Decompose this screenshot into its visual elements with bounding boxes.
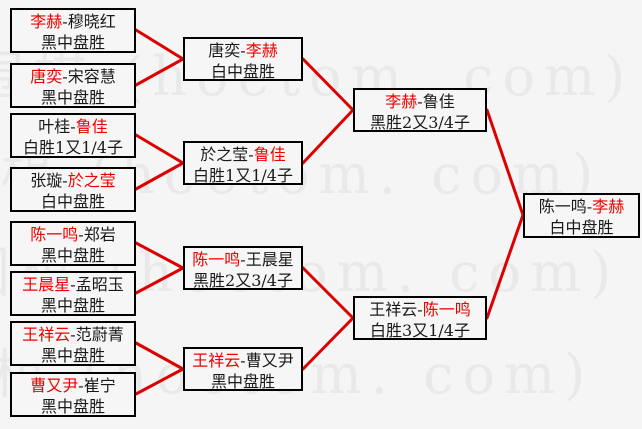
player-name: -郑岩 bbox=[78, 225, 116, 244]
player-name: -曹又尹 bbox=[240, 351, 294, 370]
winner-name: 李赫 bbox=[245, 41, 278, 60]
match-players: 於之莹-鲁佳 bbox=[185, 144, 301, 165]
winner-name: 李赫 bbox=[385, 92, 418, 111]
match-result: 白胜1又1/4子 bbox=[193, 166, 293, 185]
match-result: 黑中盘胜 bbox=[40, 296, 105, 315]
match-box-r2-1: 唐奕-李赫 白中盘胜 bbox=[183, 37, 303, 81]
match-result: 黑胜2又3/4子 bbox=[370, 113, 470, 132]
match-result: 白中盘胜 bbox=[210, 62, 275, 81]
player-name: 於之莹- bbox=[200, 145, 254, 164]
match-result: 黑中盘胜 bbox=[40, 346, 105, 365]
match-box-r2-4: 王祥云-曹又尹 黑中盘胜 bbox=[183, 347, 303, 391]
match-players: 王祥云-陈一鸣 bbox=[355, 299, 485, 320]
winner-name: 唐奕 bbox=[30, 67, 63, 86]
winner-name: 王祥云 bbox=[192, 351, 241, 370]
match-players: 叶桂-鲁佳 bbox=[12, 116, 134, 137]
match-box-r1-7: 王祥云-范蔚菁 黑中盘胜 bbox=[10, 321, 136, 366]
winner-name: 陈一鸣 bbox=[192, 250, 241, 269]
match-result: 黑胜2又3/4子 bbox=[193, 271, 293, 290]
player-name: 陈一鸣- bbox=[538, 197, 593, 216]
match-players: 曹又尹-崔宁 bbox=[12, 375, 134, 396]
winner-name: 李赫 bbox=[592, 197, 625, 216]
match-players: 陈一鸣-王晨星 bbox=[185, 249, 301, 270]
match-players: 王晨星-孟昭玉 bbox=[12, 274, 134, 295]
match-box-r3-1: 李赫-鲁佳 黑胜2又3/4子 bbox=[353, 88, 487, 132]
winner-name: 陈一鸣 bbox=[422, 300, 471, 319]
match-players: 李赫-穆晓红 bbox=[12, 11, 134, 32]
winner-name: 曹又尹 bbox=[30, 376, 79, 395]
match-box-r1-8: 曹又尹-崔宁 黑中盘胜 bbox=[10, 372, 136, 417]
player-name: 叶桂- bbox=[38, 117, 76, 136]
winner-name: 王祥云 bbox=[22, 325, 71, 344]
match-players: 陈一鸣-李赫 bbox=[525, 196, 638, 217]
match-players: 唐奕-宋容慧 bbox=[12, 66, 134, 87]
match-players: 李赫-鲁佳 bbox=[355, 91, 485, 112]
player-name: -宋容慧 bbox=[62, 67, 116, 86]
player-name: -崔宁 bbox=[78, 376, 116, 395]
match-box-r3-2: 王祥云-陈一鸣 白胜3又1/4子 bbox=[353, 296, 487, 340]
match-players: 王祥云-曹又尹 bbox=[185, 350, 301, 371]
match-box-r1-3: 叶桂-鲁佳 白胜1又1/4子 bbox=[10, 113, 136, 158]
match-result: 白中盘胜 bbox=[40, 192, 105, 211]
player-name: -穆晓红 bbox=[62, 12, 116, 31]
match-result: 白胜3又1/4子 bbox=[370, 321, 470, 340]
match-box-r1-5: 陈一鸣-郑岩 黑中盘胜 bbox=[10, 221, 136, 266]
match-box-r2-3: 陈一鸣-王晨星 黑胜2又3/4子 bbox=[183, 246, 303, 290]
match-players: 张璇-於之莹 bbox=[12, 170, 134, 191]
player-name: -鲁佳 bbox=[417, 92, 455, 111]
winner-name: 李赫 bbox=[30, 12, 63, 31]
player-name: -王晨星 bbox=[240, 250, 294, 269]
player-name: -范蔚菁 bbox=[70, 325, 124, 344]
match-result: 黑中盘胜 bbox=[210, 372, 275, 391]
player-name: 唐奕- bbox=[208, 41, 246, 60]
player-name: -孟昭玉 bbox=[70, 275, 124, 294]
match-result: 黑中盘胜 bbox=[40, 246, 105, 265]
player-name: 王祥云- bbox=[369, 300, 423, 319]
match-box-final: 陈一鸣-李赫 白中盘胜 bbox=[523, 193, 640, 238]
match-box-r1-2: 唐奕-宋容慧 黑中盘胜 bbox=[10, 63, 136, 108]
match-players: 唐奕-李赫 bbox=[185, 40, 301, 61]
match-result: 白胜1又1/4子 bbox=[23, 138, 123, 157]
match-box-r1-6: 王晨星-孟昭玉 黑中盘胜 bbox=[10, 271, 136, 316]
match-result: 白中盘胜 bbox=[549, 218, 614, 237]
match-box-r1-1: 李赫-穆晓红 黑中盘胜 bbox=[10, 8, 136, 53]
winner-name: 鲁佳 bbox=[75, 117, 108, 136]
match-box-r1-4: 张璇-於之莹 白中盘胜 bbox=[10, 167, 136, 212]
winner-name: 鲁佳 bbox=[253, 145, 286, 164]
winner-name: 於之莹 bbox=[67, 171, 116, 190]
match-result: 黑中盘胜 bbox=[40, 33, 105, 52]
match-players: 陈一鸣-郑岩 bbox=[12, 224, 134, 245]
winner-name: 陈一鸣 bbox=[30, 225, 79, 244]
player-name: 张璇- bbox=[30, 171, 68, 190]
match-result: 黑中盘胜 bbox=[40, 397, 105, 416]
winner-name: 王晨星 bbox=[22, 275, 71, 294]
match-box-r2-2: 於之莹-鲁佳 白胜1又1/4子 bbox=[183, 141, 303, 185]
match-players: 王祥云-范蔚菁 bbox=[12, 324, 134, 345]
match-result: 黑中盘胜 bbox=[40, 88, 105, 107]
